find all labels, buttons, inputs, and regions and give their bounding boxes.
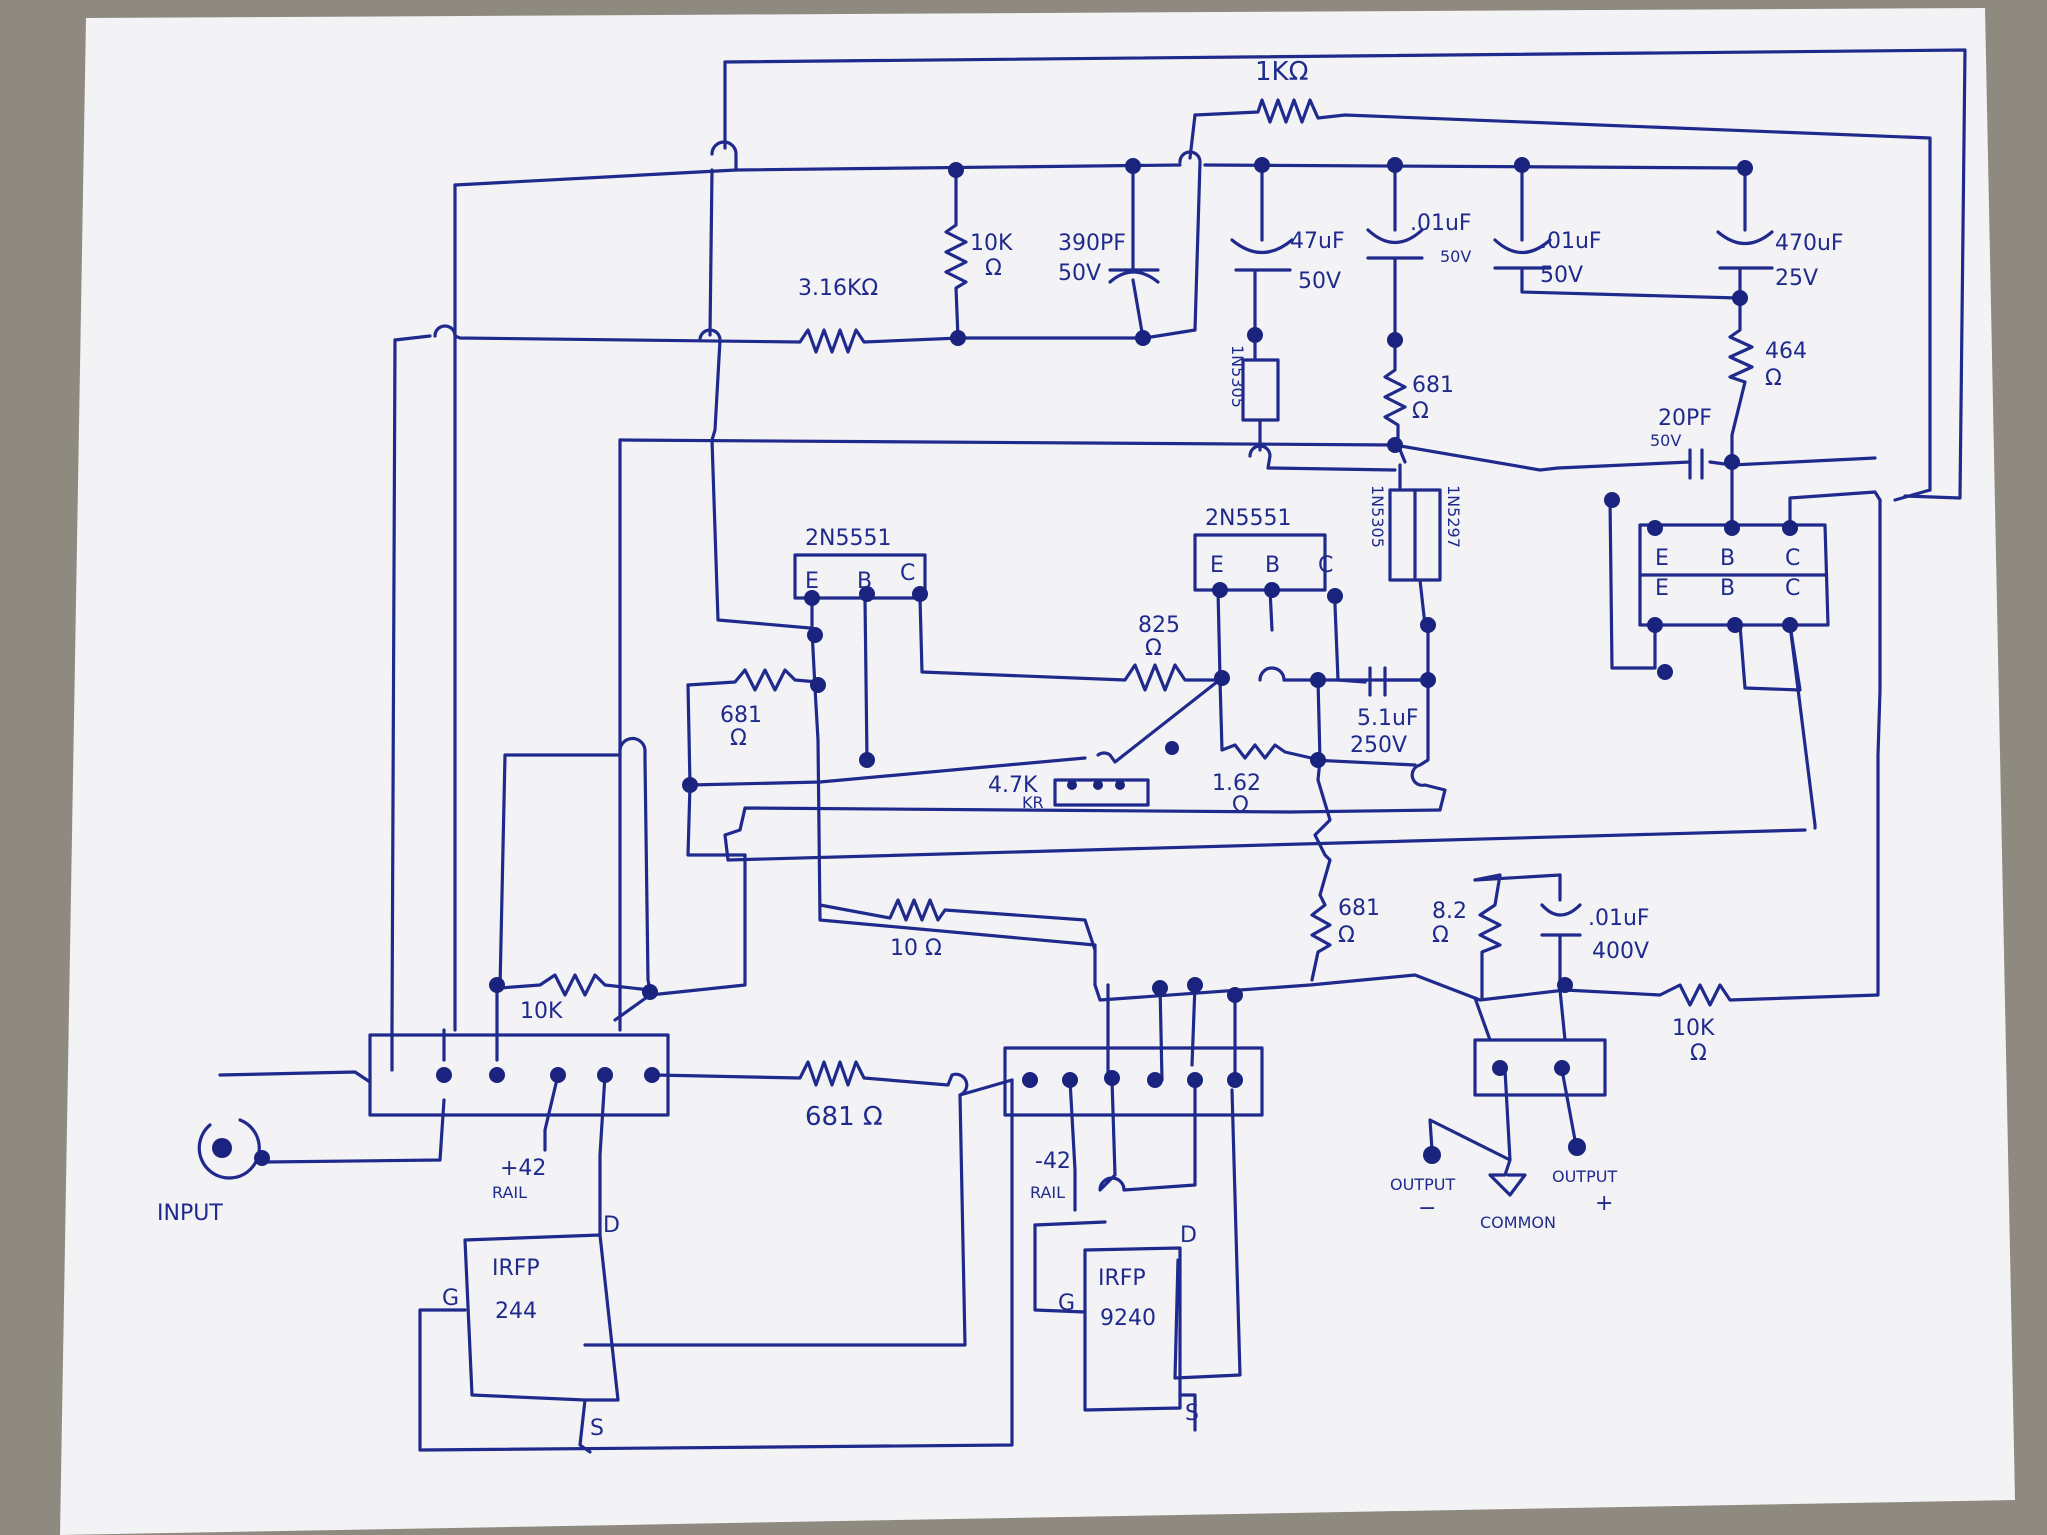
pin-b-right2: B	[1720, 576, 1735, 601]
label-390pf-v: 50V	[1058, 261, 1101, 286]
label-5-1uf-v: 250V	[1350, 733, 1407, 758]
label-825-unit: Ω	[1145, 636, 1162, 661]
pin-c-mid: C	[1318, 553, 1333, 578]
pin-c-right2: C	[1785, 576, 1800, 601]
label-470uf: 470uF	[1775, 231, 1844, 256]
label-10-ohm: 10 Ω	[890, 936, 942, 961]
pin-b-mid: B	[1265, 553, 1280, 578]
pin-g-9240: G	[1058, 1291, 1075, 1316]
label-681-top-unit: Ω	[1412, 399, 1429, 424]
circuit-wiring	[197, 48, 1967, 1454]
label-464-unit: Ω	[1765, 366, 1782, 391]
label-10k-right-unit: Ω	[1690, 1041, 1707, 1066]
pin-c-right1: C	[1785, 546, 1800, 571]
label-10k-unit: Ω	[985, 256, 1002, 281]
pin-d-9240: D	[1180, 1223, 1197, 1248]
output-pos-label: OUTPUT	[1552, 1167, 1617, 1186]
label-irfp-9240-num: 9240	[1100, 1306, 1156, 1331]
label-irfp-244-num: 244	[495, 1299, 537, 1324]
output-pos-sign: +	[1595, 1191, 1613, 1216]
label-20pf: 20PF	[1658, 406, 1712, 431]
label-47uf-v: 50V	[1298, 269, 1341, 294]
label-681-left-unit: Ω	[730, 726, 747, 751]
pin-b-left: B	[857, 569, 872, 594]
pin-e-right2: E	[1655, 576, 1669, 601]
label-pot-kr: KR	[1022, 793, 1044, 812]
label-10k-left: 10K	[520, 999, 563, 1024]
label-464: 464	[1765, 339, 1807, 364]
input-label: INPUT	[157, 1201, 223, 1226]
pin-b-right1: B	[1720, 546, 1735, 571]
label-681-mid: 681	[1338, 896, 1380, 921]
label-8-2-unit: Ω	[1432, 923, 1449, 948]
pos-rail-label: +42	[500, 1156, 546, 1181]
label-47uf: 47uF	[1290, 229, 1345, 254]
label-10k: 10K	[970, 231, 1013, 256]
label-8-2: 8.2	[1432, 899, 1467, 924]
label-pot-4-7k: 4.7K	[988, 773, 1038, 798]
label-1-62-unit: Ω	[1232, 793, 1249, 818]
pin-e-mid: E	[1210, 553, 1224, 578]
pin-e-right1: E	[1655, 546, 1669, 571]
label-1k: 1KΩ	[1255, 57, 1308, 87]
label-470uf-v: 25V	[1775, 266, 1818, 291]
pin-d-244: D	[603, 1213, 620, 1238]
common-label: COMMON	[1480, 1213, 1556, 1232]
label-681-bottom: 681 Ω	[805, 1102, 883, 1132]
output-neg-label: OUTPUT	[1390, 1175, 1455, 1194]
label-1n5297: 1N5297	[1444, 485, 1463, 548]
label-20pf-v: 50V	[1650, 431, 1681, 450]
label-q-left: 2N5551	[805, 526, 891, 551]
label-q-mid: 2N5551	[1205, 506, 1291, 531]
label-5-1uf: 5.1uF	[1357, 706, 1419, 731]
label-01uf-a: .01uF	[1410, 211, 1472, 236]
label-825: 825	[1138, 613, 1180, 638]
label-01uf-400v-v: 400V	[1592, 939, 1649, 964]
label-681-left: 681	[720, 703, 762, 728]
label-10k-right: 10K	[1672, 1016, 1715, 1041]
pin-e-left: E	[805, 569, 819, 594]
pin-s-9240: S	[1185, 1401, 1199, 1426]
label-1n5305-mid: 1N5305	[1368, 485, 1387, 548]
label-01uf-b: .01uF	[1540, 229, 1602, 254]
pin-s-244: S	[590, 1416, 604, 1441]
output-neg-sign: −	[1418, 1196, 1436, 1221]
paper-sheet	[60, 8, 2015, 1535]
label-irfp-244: IRFP	[492, 1256, 540, 1281]
label-681-top: 681	[1412, 373, 1454, 398]
pin-c-left: C	[900, 561, 915, 586]
label-01uf-b-v: 50V	[1540, 263, 1583, 288]
neg-rail-word: RAIL	[1030, 1183, 1065, 1202]
label-01uf-400v: .01uF	[1588, 906, 1650, 931]
junction-dots	[212, 157, 1798, 1166]
label-01uf-a-v: 50V	[1440, 247, 1471, 266]
io-labels: INPUT +42 RAIL -42 RAIL OUTPUT − OUTPUT …	[157, 1149, 1617, 1232]
label-390pf: 390PF	[1058, 231, 1126, 256]
label-1-62: 1.62	[1212, 771, 1261, 796]
label-681-mid-unit: Ω	[1338, 923, 1355, 948]
neg-rail-label: -42	[1035, 1149, 1071, 1174]
pos-rail-word: RAIL	[492, 1183, 527, 1202]
label-1n5305-left: 1N5305	[1228, 345, 1247, 408]
label-irfp-9240: IRFP	[1098, 1266, 1146, 1291]
component-labels: 1KΩ 10K Ω 390PF 50V 3.16KΩ 47uF 50V .01u…	[442, 57, 1844, 1441]
label-3-16k: 3.16KΩ	[798, 276, 878, 301]
pin-g-244: G	[442, 1286, 459, 1311]
